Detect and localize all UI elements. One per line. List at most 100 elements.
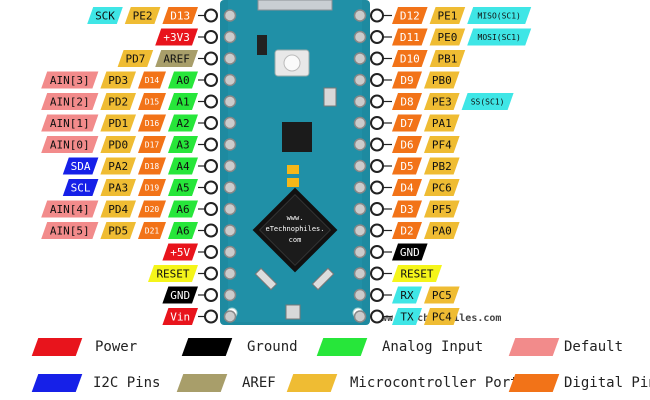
- header-pin: [370, 73, 384, 87]
- pin-label-box-digital: [392, 179, 422, 196]
- pin-label-box-default: [41, 136, 99, 153]
- header-pin: [204, 51, 218, 66]
- header-pin: [370, 288, 384, 302]
- pin-label-box-digital: [392, 114, 422, 132]
- right-pin-row: RESET: [370, 265, 442, 282]
- pin-label-text: D18: [145, 162, 160, 171]
- board-pad: [223, 159, 237, 173]
- pin-label-text: D16: [145, 119, 160, 128]
- pin-label-text: GND: [400, 246, 420, 259]
- pin-label-box-port: [100, 93, 136, 110]
- pin-label-text: PE1: [437, 10, 457, 23]
- board-pad: [353, 9, 367, 22]
- pin-label-text: PB0: [432, 74, 452, 87]
- pin-label-box-ground: [392, 243, 428, 261]
- pin-label-box-analog: [168, 93, 198, 110]
- pin-label-text: A6: [176, 225, 189, 238]
- main-microcontroller-chip: www. eTechnophiles. com: [252, 187, 338, 273]
- pin-label-text: AIN[2]: [50, 96, 90, 109]
- header-pin: [204, 288, 218, 302]
- board-pad: [353, 288, 367, 302]
- board-pad: [353, 95, 367, 108]
- pin-label-text: D19: [145, 184, 160, 193]
- pin-label-box-port: [100, 200, 136, 218]
- pin-label-text: D11: [400, 31, 420, 44]
- pin-label-box-digital: [392, 71, 422, 89]
- pin-label-box-port: [424, 71, 460, 89]
- pin-label-box-port: [424, 308, 460, 325]
- pin-label-box-reset: [148, 265, 198, 282]
- pin-label-text: PA1: [432, 117, 452, 130]
- header-pin: [204, 94, 218, 109]
- pin-label-box-port: [424, 136, 460, 153]
- pin-label-box-reset: [392, 265, 442, 282]
- led-yellow: [287, 178, 299, 187]
- pin-label-text: PD3: [108, 74, 128, 87]
- board-pad: [353, 267, 367, 280]
- pin-label-box-analog: [168, 157, 198, 175]
- right-pin-row: GND: [370, 243, 428, 261]
- pin-label-text: D7: [400, 117, 413, 130]
- header-pin: [204, 137, 218, 152]
- header-pin: [370, 180, 384, 195]
- left-pin-row: +3V3: [155, 28, 218, 46]
- board-pad: [353, 73, 367, 87]
- smd-component: [311, 267, 335, 291]
- smd-component: [257, 35, 267, 55]
- header-pin: [204, 245, 218, 259]
- pin-label-text: PD7: [125, 53, 145, 66]
- pin-label-text: SS(SC1): [471, 98, 505, 107]
- pin-label-text: MOSI(SC1): [478, 33, 521, 42]
- header-pin: [370, 8, 384, 23]
- pin-label-text: A0: [176, 74, 189, 87]
- pin-label-text: RESET: [400, 268, 433, 281]
- legend-swatch: [181, 338, 233, 356]
- header-pin: [204, 266, 218, 281]
- pin-label-box-uart: [461, 93, 514, 110]
- pin-label-text: PD1: [108, 117, 128, 130]
- legend-swatch: [31, 374, 83, 392]
- pin-label-text: MISO(SC1): [478, 12, 521, 21]
- pin-label-box-port: [100, 136, 136, 153]
- pin-label-box-digital: [392, 200, 422, 218]
- pin-label-text: PA3: [108, 182, 128, 195]
- pin-label-box-uart: [467, 7, 532, 24]
- pin-label-box-digital: [138, 93, 166, 110]
- pin-label-box-analog: [168, 71, 198, 89]
- pin-label-text: PF4: [432, 139, 452, 152]
- pin-label-text: GND: [170, 289, 190, 302]
- pin-label-box-analog: [168, 179, 198, 196]
- pin-label-box-uart: [87, 7, 123, 24]
- pin-label-box-port: [100, 179, 136, 196]
- pin-label-box-port: [424, 157, 460, 175]
- pin-label-box-i2c: [62, 157, 99, 175]
- board-pad: [353, 52, 367, 65]
- pin-label-text: D2: [400, 225, 413, 238]
- pin-label-box-digital: [392, 157, 422, 175]
- pin-label-box-port: [424, 286, 460, 304]
- pin-label-box-digital: [138, 200, 166, 218]
- pin-label-text: PE2: [133, 10, 153, 23]
- pin-label-text: PA2: [108, 160, 128, 173]
- pin-label-box-power: [155, 28, 198, 46]
- board-pad: [353, 138, 367, 151]
- board-pad: [223, 202, 237, 216]
- pin-label-box-port: [100, 222, 136, 239]
- pin-label-box-default: [41, 114, 99, 132]
- header-pin: [370, 223, 384, 238]
- pin-label-box-uart: [392, 308, 422, 325]
- pin-label-text: D21: [145, 227, 160, 236]
- pin-label-box-port: [100, 157, 136, 175]
- legend-label: Analog Input: [382, 339, 484, 355]
- pin-label-box-digital: [392, 222, 422, 239]
- pin-label-box-port: [424, 114, 460, 132]
- board-pad: [353, 202, 367, 216]
- pin-label-text: Vin: [170, 311, 190, 324]
- pin-label-text: AIN[4]: [50, 203, 90, 216]
- pin-label-text: D9: [400, 74, 413, 87]
